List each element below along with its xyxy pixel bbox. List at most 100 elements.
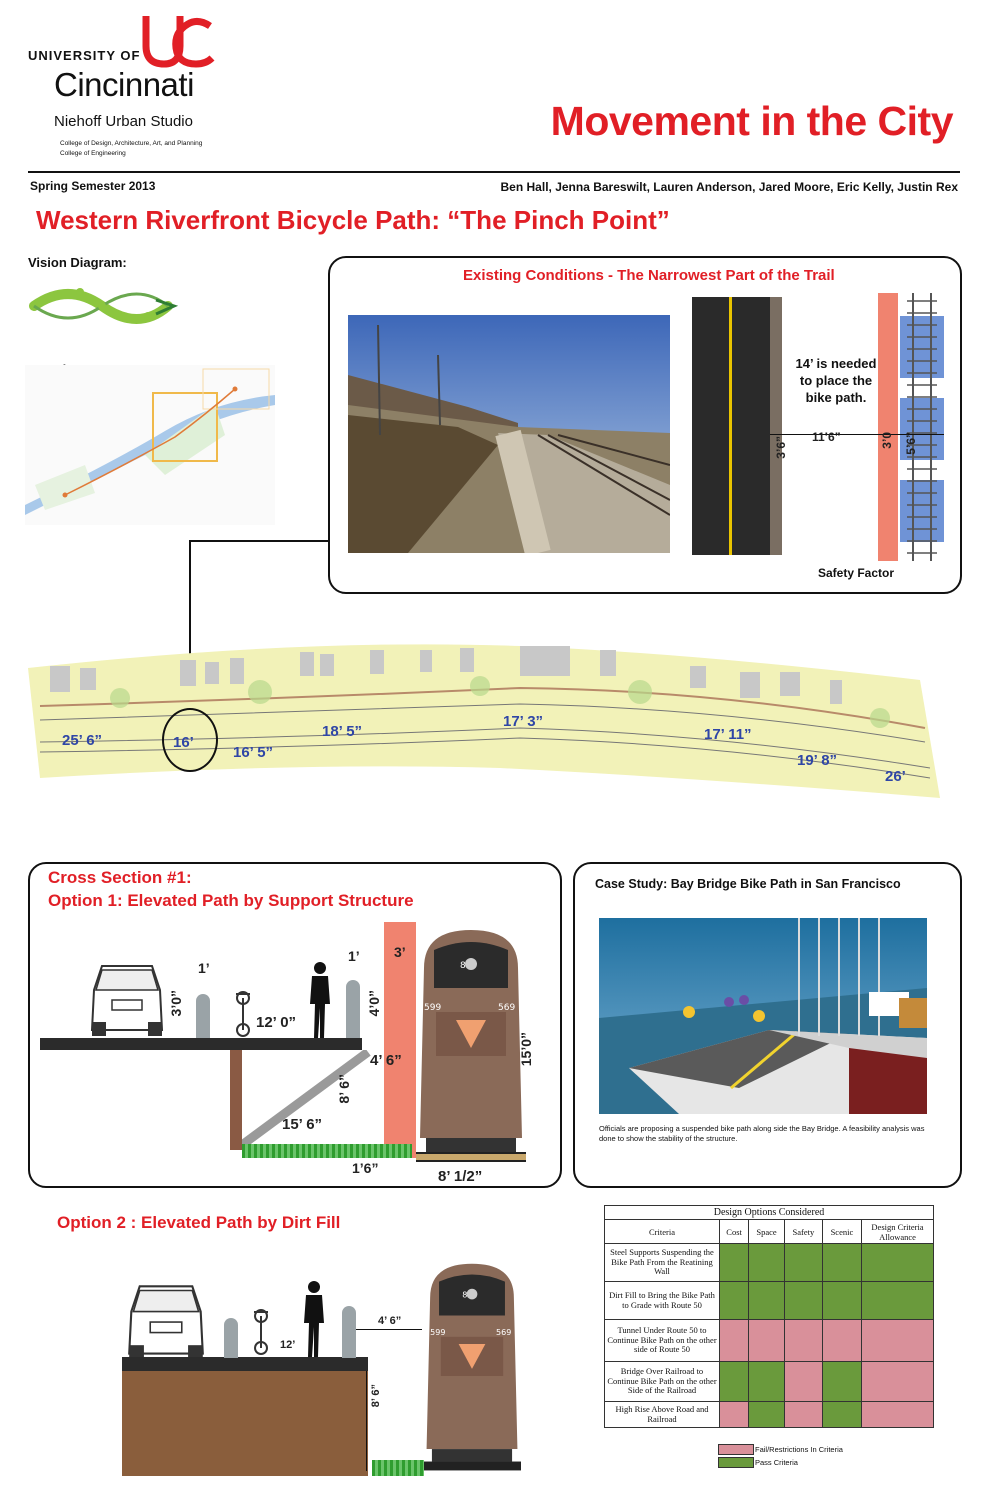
cell-safety [783,1401,823,1428]
c1-dim-15-6: 15’ 6” [282,1116,323,1133]
cell-scenic [821,1319,863,1362]
barrier-right [346,980,360,1038]
section-title: Western Riverfront Bicycle Path: “The Pi… [36,205,670,235]
cell-safety [783,1243,823,1282]
dim-3-6: 3’6” [774,436,788,459]
grass-2 [372,1460,424,1476]
retaining-wall [770,297,782,555]
col-allowance: Design Criteria Allowance [861,1219,934,1244]
deck-2 [122,1357,368,1371]
cell-allowance [861,1243,934,1282]
bicycle-icon [236,991,250,1037]
requirement-note: 14’ is needed to place the bike path. [795,356,877,405]
cell-allowance [861,1319,934,1362]
cell-cost [718,1243,750,1282]
header-divider [28,171,960,173]
c1-dim-1b: 1’ [348,948,360,964]
cell-safety [783,1281,823,1320]
dim-3-0: 3’0 [880,432,894,449]
cell-space [748,1281,785,1320]
cell-scenic [821,1361,863,1402]
existing-conditions-panel: Existing Conditions - The Narrowest Part… [328,256,962,594]
college-line-2: College of Engineering [60,150,126,157]
option-name: High Rise Above Road and Railroad [604,1401,720,1428]
university-of: UNIVERSITY OF [28,48,141,63]
c1-dim-1-6: 1’6” [352,1160,379,1176]
option-name: Bridge Over Railroad to Continue Bike Pa… [604,1361,720,1402]
cell-allowance [861,1401,934,1428]
width-label-7: 19’ 8” [797,752,838,769]
dirt-fill [122,1371,368,1476]
train-number-left: 599 [424,1003,441,1013]
col-space: Space [748,1219,785,1244]
cell-safety [783,1319,823,1362]
person-icon-2 [304,1281,324,1357]
table-caption: Design Options Considered [604,1205,934,1220]
road-center-line [729,297,732,555]
cell-cost [718,1361,750,1402]
o2-dim-8-6: 8’ 6” [370,1384,382,1408]
table-row: Tunnel Under Route 50 to Continue Bike P… [604,1319,934,1362]
train-number-top: 8 [460,961,466,971]
semester: Spring Semester 2013 [30,179,156,193]
pinch-point-circle [162,708,218,772]
safety-strip-1 [384,922,416,1158]
barrier-2-left [224,1318,238,1358]
safety-factor-label: Safety Factor [818,566,895,580]
cell-allowance [861,1361,934,1402]
barrier-left [196,994,210,1038]
train-icon: 8 569 599 [416,930,526,1162]
case-study-panel: Case Study: Bay Bridge Bike Path in San … [573,862,962,1188]
location-map [25,365,275,525]
o2-dim-line-v [366,1371,367,1471]
rail-block-3 [900,480,944,542]
table-row: Dirt Fill to Bring the Bike Path to Grad… [604,1281,934,1320]
legend-pass-swatch [718,1457,754,1468]
cincinnati-wordmark: Cincinnati [54,66,194,103]
c1-dim-1a: 1’ [198,960,210,976]
barrier-2-right [342,1306,356,1358]
c1-dim-15-0: 15’0” [518,1032,534,1067]
trail-photo [348,315,670,553]
c1-dim-8-6: 8’ 6” [336,1074,352,1104]
cell-cost [718,1281,750,1320]
option-name: Tunnel Under Route 50 to Continue Bike P… [604,1319,720,1362]
legend-pass-label: Pass Criteria [755,1458,798,1467]
cross-section-title: Cross Section #1: [48,868,192,887]
poster-title: Movement in the City [550,98,954,144]
col-cost: Cost [718,1219,750,1244]
legend-fail-label: Fail/Restrictions In Criteria [755,1445,843,1454]
cell-space [748,1401,785,1428]
rail-block-1 [900,316,944,378]
c1-dim-12-0: 12’ 0” [256,1014,297,1031]
design-options-table: Design Options Considered Criteria Cost … [604,1205,934,1428]
car-icon [90,965,164,1036]
c1-dim-3-0: 3’0” [168,990,184,1017]
cell-allowance [861,1281,934,1320]
option-1-title: Option 1: Elevated Path by Support Struc… [48,891,414,910]
rail-track [907,293,937,561]
train-icon-2: 8 569 599 [423,1263,521,1471]
train2-number-right: 569 [496,1328,511,1337]
width-label-5: 17’ 3” [503,713,544,730]
dim-11-6: 11’6” [812,430,841,444]
vision-label: Vision Diagram: [28,255,127,270]
existing-title: Existing Conditions - The Narrowest Part… [463,267,835,284]
cell-cost [718,1401,750,1428]
case-study-title: Case Study: Bay Bridge Bike Path in San … [595,877,901,891]
o2-dim-12: 12’ [280,1339,296,1351]
cell-space [748,1361,785,1402]
authors: Ben Hall, Jenna Bareswilt, Lauren Anders… [500,180,958,194]
dimension-line [770,434,944,435]
cell-scenic [821,1401,863,1428]
cell-scenic [821,1281,863,1320]
cell-scenic [821,1243,863,1282]
aerial-map-strip [28,644,940,798]
person-icon [310,962,330,1038]
o2-dim-4-6: 4’ 6” [378,1315,402,1327]
width-label-4: 18’ 5” [322,723,363,740]
legend-fail-swatch [718,1444,754,1455]
cross-section-1-panel: Cross Section #1: Option 1: Elevated Pat… [28,862,562,1188]
option-2-title: Option 2 : Elevated Path by Dirt Fill [57,1213,341,1232]
train2-number-top: 8 [462,1291,467,1300]
